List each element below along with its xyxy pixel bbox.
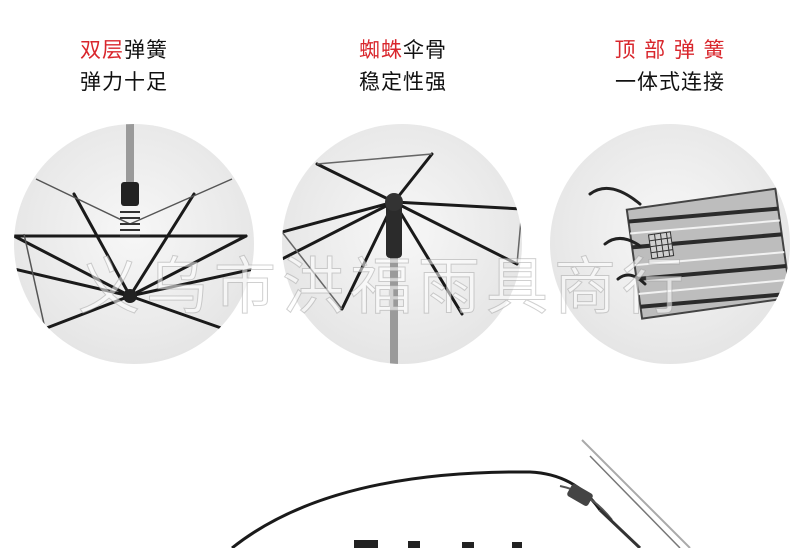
photo-top-spring xyxy=(550,124,790,364)
feature-spider-ribs: 蜘蛛伞骨 稳定性强 xyxy=(293,34,513,98)
feature-title-rest: 弹簧 xyxy=(124,38,168,62)
photo-double-spring xyxy=(14,124,254,364)
feature-title: 顶 部 弹 簧 xyxy=(560,34,780,66)
umbrella-frame-illustration xyxy=(14,124,254,331)
feature-subtitle: 弹力十足 xyxy=(80,70,168,94)
feature-title: 双层弹簧 xyxy=(14,34,234,66)
feature-title-rest: 伞骨 xyxy=(403,38,447,62)
feature-subtitle: 稳定性强 xyxy=(359,70,447,94)
feature-subtitle: 一体式连接 xyxy=(615,70,725,94)
feature-double-spring: 双层弹簧 弹力十足 xyxy=(14,34,234,98)
spider-ribs-illustration xyxy=(282,152,522,364)
feature-title-highlight: 蜘蛛 xyxy=(359,38,403,62)
top-spring-illustration xyxy=(588,186,790,320)
umbrella-canopy-photo xyxy=(231,439,691,548)
feature-title: 蜘蛛伞骨 xyxy=(293,34,513,66)
feature-top-spring: 顶 部 弹 簧 一体式连接 xyxy=(560,34,780,98)
feature-title-highlight: 顶 部 弹 簧 xyxy=(614,38,726,62)
photo-spider-ribs xyxy=(282,124,522,364)
feature-title-highlight: 双层 xyxy=(80,38,124,62)
